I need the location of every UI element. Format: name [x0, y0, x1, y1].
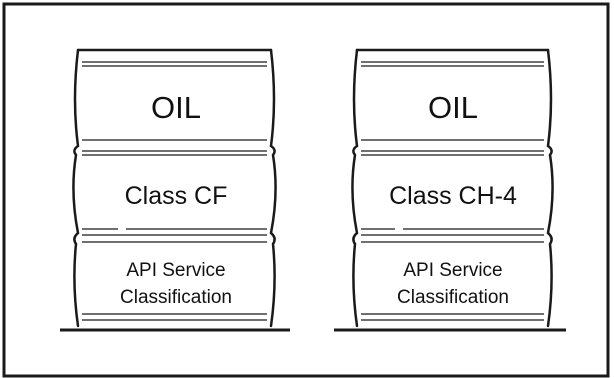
barrel-class-label: Class CH-4: [389, 182, 517, 210]
barrel-top-label: OIL: [151, 90, 201, 125]
oil-barrel-right: OIL Class CH-4 API Service Classificatio…: [334, 48, 566, 332]
barrel-service-label: API Service: [403, 260, 502, 281]
barrel-classification-label: Classification: [397, 287, 509, 308]
oil-barrel-left: OIL Class CF API Service Classification: [60, 48, 290, 332]
barrel-service-label: API Service: [126, 260, 225, 281]
barrel-top-label: OIL: [428, 90, 478, 125]
barrel-hoops: [361, 61, 544, 321]
barrel-classification-label: Classification: [120, 287, 232, 308]
barrel-hoops: [82, 61, 267, 321]
barrel-outline: [72, 48, 277, 328]
barrel-class-label: Class CF: [125, 182, 228, 210]
barrel-outline: [351, 48, 554, 328]
